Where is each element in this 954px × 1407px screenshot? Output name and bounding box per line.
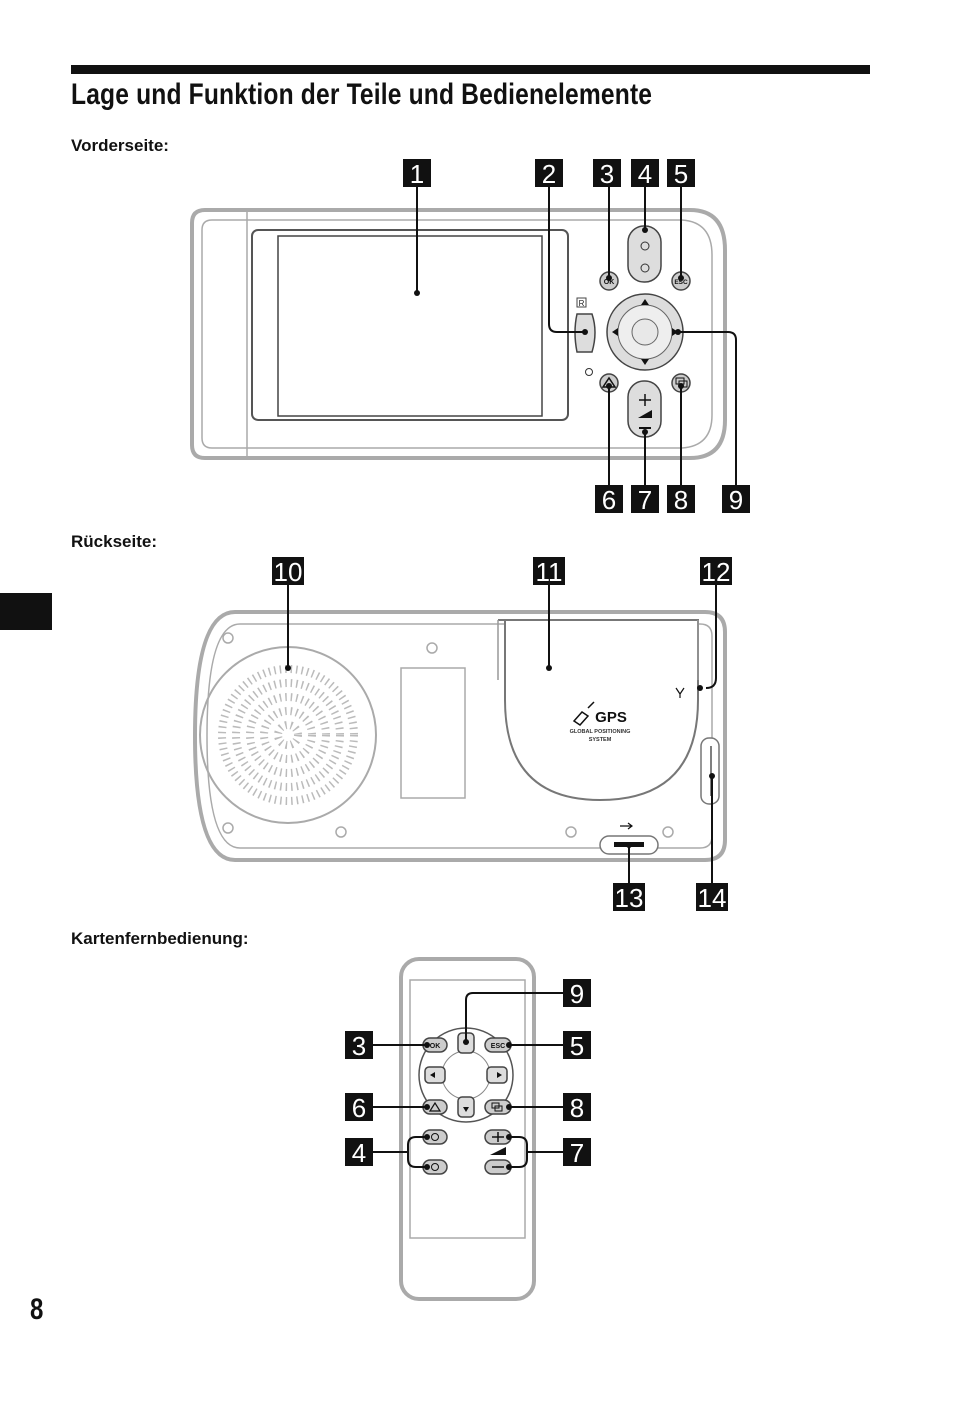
- front-callout-5: 5: [667, 159, 695, 189]
- svg-text:4: 4: [638, 159, 652, 189]
- svg-text:13: 13: [615, 883, 644, 913]
- remote-callout-3: 3: [345, 1031, 373, 1061]
- back-callout-14: 14: [696, 883, 728, 913]
- front-callout-8: 8: [667, 485, 695, 515]
- front-leader-lines: [414, 186, 737, 486]
- svg-text:3: 3: [600, 159, 614, 189]
- svg-text:4: 4: [352, 1138, 366, 1168]
- section-back-heading: Rückseite:: [71, 532, 157, 551]
- front-callout-2: 2: [535, 159, 563, 189]
- svg-text:6: 6: [602, 485, 616, 515]
- svg-text:9: 9: [570, 979, 584, 1009]
- front-callout-6: 6: [595, 485, 623, 515]
- front-callout-3: 3: [593, 159, 621, 189]
- section-front-heading: Vorderseite:: [71, 136, 169, 155]
- back-callout-11: 11: [533, 557, 565, 587]
- svg-text:8: 8: [570, 1093, 584, 1123]
- remote-callout-5: 5: [563, 1031, 591, 1061]
- back-leader-lines: [285, 584, 717, 884]
- front-callout-1: 1: [403, 159, 431, 189]
- svg-text:10: 10: [274, 557, 303, 587]
- satellite-icon: [572, 701, 595, 726]
- chapter-tab: [0, 593, 52, 630]
- gps-logo-text: GPS: [595, 709, 627, 726]
- remote-illustration: OK ESC: [399, 957, 536, 1301]
- section-remote-heading: Kartenfernbedienung:: [71, 929, 249, 948]
- remote-callout-7: 7: [563, 1138, 591, 1168]
- front-callout-9: 9: [722, 485, 750, 515]
- svg-text:1: 1: [410, 159, 424, 189]
- svg-text:8: 8: [674, 485, 688, 515]
- remote-esc-label: ESC: [491, 1043, 505, 1050]
- svg-text:6: 6: [352, 1093, 366, 1123]
- back-callout-10: 10: [272, 557, 304, 587]
- svg-text:5: 5: [570, 1031, 584, 1061]
- page-title: Lage und Funktion der Teile und Bedienel…: [71, 78, 653, 111]
- remote-leader-lines: [372, 992, 563, 1170]
- remote-callout-4: 4: [345, 1138, 373, 1168]
- svg-text:7: 7: [570, 1138, 584, 1168]
- svg-text:7: 7: [638, 485, 652, 515]
- svg-text:5: 5: [674, 159, 688, 189]
- svg-text:14: 14: [698, 883, 727, 913]
- front-device-illustration: R OK ESC: [190, 208, 727, 460]
- remote-callout-6: 6: [345, 1093, 373, 1123]
- page-number: 8: [30, 1293, 44, 1326]
- front-callout-7: 7: [631, 485, 659, 515]
- back-callout-12: 12: [700, 557, 732, 587]
- svg-text:2: 2: [542, 159, 556, 189]
- svg-text:9: 9: [729, 485, 743, 515]
- remote-callout-9: 9: [563, 979, 591, 1009]
- r-label: R: [579, 299, 585, 308]
- svg-text:11: 11: [536, 557, 563, 587]
- remote-ok-label: OK: [430, 1043, 441, 1050]
- header-rule: [71, 65, 870, 74]
- back-device-illustration: GPS GLOBAL POSITIONING SYSTEM: [192, 610, 727, 862]
- gps-sub2: SYSTEM: [589, 737, 612, 743]
- svg-text:3: 3: [352, 1031, 366, 1061]
- ok-label: OK: [604, 279, 615, 286]
- esc-label: ESC: [674, 279, 688, 286]
- remote-callout-8: 8: [563, 1093, 591, 1123]
- usb-icon: [620, 822, 633, 830]
- back-callout-13: 13: [613, 883, 645, 913]
- antenna-icon: [675, 687, 685, 698]
- gps-sub1: GLOBAL POSITIONING: [570, 729, 631, 735]
- svg-text:12: 12: [702, 557, 731, 587]
- front-callout-4: 4: [631, 159, 659, 189]
